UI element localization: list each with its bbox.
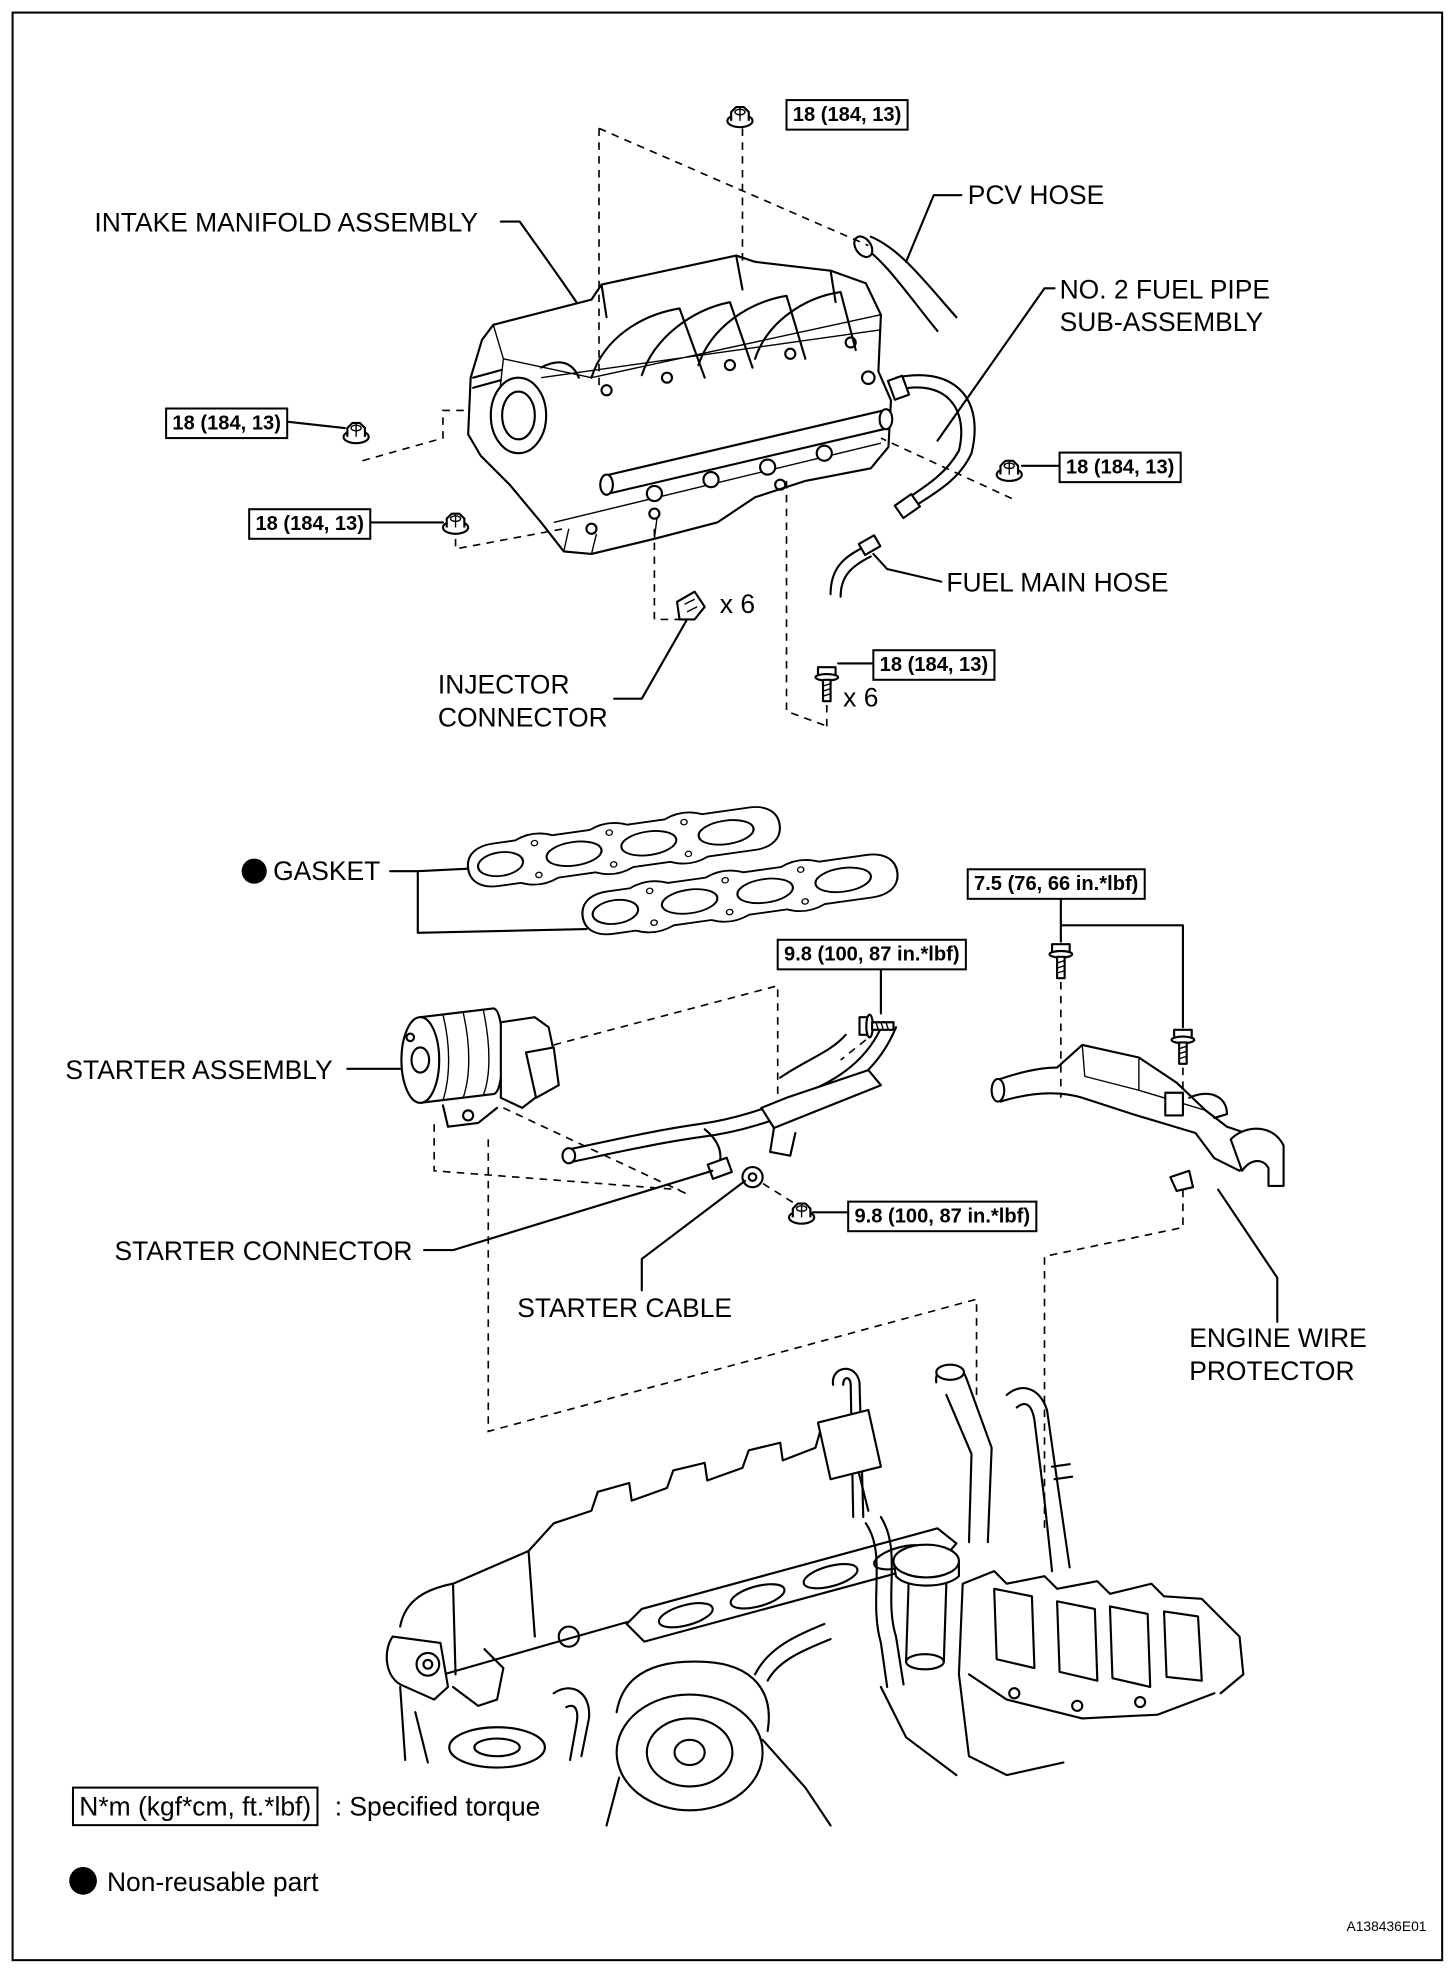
label-engine-wire-protector-line2: PROTECTOR bbox=[1189, 1356, 1354, 1386]
leader-lines-manifold bbox=[285, 194, 1061, 700]
throttle-body bbox=[489, 376, 548, 455]
intake-port-face bbox=[625, 1527, 958, 1643]
label-injector-connector-line2: CONNECTOR bbox=[438, 702, 608, 732]
torque-box-starter-nut: 9.8 (100, 87 in.*lbf) bbox=[847, 1200, 1038, 1233]
idler-pulley bbox=[448, 1726, 546, 1769]
fuel-main-hose bbox=[829, 534, 882, 598]
hook-pipe bbox=[832, 1367, 865, 1519]
torque-value: 7.5 (76, 66 in.*lbf) bbox=[974, 873, 1138, 895]
gasket-leader bbox=[389, 867, 588, 934]
torque-box-protector-bolt: 7.5 (76, 66 in.*lbf) bbox=[966, 868, 1146, 900]
torque-box-top-nut: 18 (184, 13) bbox=[785, 99, 909, 131]
no2-fuel-pipe bbox=[886, 374, 976, 520]
torque-box-left-lower-nut: 18 (184, 13) bbox=[248, 508, 372, 540]
starter-flange bbox=[524, 1046, 560, 1099]
bolt-icon bbox=[1048, 943, 1074, 980]
label-injector-connector-line1: INJECTOR bbox=[438, 670, 570, 700]
torque-value: 18 (184, 13) bbox=[1066, 456, 1175, 478]
engine-assembly-drawing bbox=[385, 1363, 1245, 1827]
non-reusable-mark-icon bbox=[69, 1866, 97, 1895]
torque-value: 18 (184, 13) bbox=[880, 654, 989, 676]
cable-bracket bbox=[760, 1069, 882, 1130]
upper-hose bbox=[935, 1364, 993, 1544]
manifold-runners bbox=[590, 254, 857, 379]
vacuum-hose bbox=[753, 1622, 832, 1682]
right-bank-outline bbox=[957, 1570, 1245, 1777]
label-starter-cable: STARTER CABLE bbox=[517, 1293, 732, 1323]
throttle-bore bbox=[501, 390, 536, 441]
bolt-icon bbox=[814, 666, 840, 703]
nut-icon bbox=[787, 1202, 816, 1225]
starter-connector-drawing bbox=[706, 1156, 733, 1180]
non-reusable-mark-icon bbox=[241, 858, 267, 884]
label-starter-connector: STARTER CONNECTOR bbox=[115, 1236, 413, 1266]
figure-id: A138436E01 bbox=[1347, 1918, 1427, 1934]
nut-icon bbox=[995, 459, 1023, 482]
protector-hose bbox=[1229, 1127, 1285, 1187]
protector-connector bbox=[1164, 1091, 1184, 1117]
label-engine-wire-protector-line1: ENGINE WIRE bbox=[1189, 1323, 1367, 1353]
starter-cable-drawing bbox=[561, 1021, 898, 1189]
torque-box-right-nut: 18 (184, 13) bbox=[1058, 451, 1182, 484]
protector-guide-lines bbox=[1043, 981, 1184, 1530]
quantity-manifold-bolt: x 6 bbox=[843, 682, 878, 712]
legend-torque-description: : Specified torque bbox=[335, 1791, 541, 1821]
torque-box-left-upper-nut: 18 (184, 13) bbox=[165, 407, 289, 440]
bolt-icon bbox=[1170, 1028, 1196, 1065]
injector-connector bbox=[675, 590, 706, 621]
label-fuel-pipe-line2: SUB-ASSEMBLY bbox=[1060, 307, 1264, 337]
breather-hose bbox=[1005, 1387, 1074, 1573]
label-gasket: GASKET bbox=[273, 856, 380, 886]
torque-value: 18 (184, 13) bbox=[172, 412, 281, 434]
starter-guide-lines bbox=[433, 984, 978, 1433]
fuel-rail bbox=[599, 408, 894, 496]
intake-manifold-drawing bbox=[467, 254, 894, 555]
diagram-frame bbox=[11, 11, 1444, 1962]
injector-bosses bbox=[645, 444, 833, 503]
legend-torque-units: N*m (kgf*cm, ft.*lbf) bbox=[79, 1791, 311, 1821]
legend-non-reusable: Non-reusable part bbox=[107, 1867, 319, 1897]
quantity-injector-connector: x 6 bbox=[720, 589, 755, 619]
cable-ring-terminal bbox=[741, 1165, 764, 1189]
label-fuel-pipe-line1: NO. 2 FUEL PIPE bbox=[1060, 274, 1270, 304]
torque-value: 18 (184, 13) bbox=[255, 513, 364, 535]
label-fuel-main-hose: FUEL MAIN HOSE bbox=[946, 568, 1168, 598]
lower-hose bbox=[864, 1515, 905, 1689]
torque-value: 9.8 (100, 87 in.*lbf) bbox=[854, 1205, 1030, 1227]
label-starter-assembly: STARTER ASSEMBLY bbox=[65, 1055, 333, 1085]
legend-torque-box: N*m (kgf*cm, ft.*lbf) bbox=[71, 1786, 319, 1827]
nut-icon bbox=[726, 105, 754, 129]
leader-lines-protector bbox=[1059, 895, 1279, 1323]
oil-filler-cap bbox=[892, 1543, 960, 1671]
label-intake-manifold: INTAKE MANIFOLD ASSEMBLY bbox=[94, 208, 478, 238]
left-bank-ridge bbox=[399, 1424, 842, 1628]
nut-icon bbox=[342, 421, 370, 445]
torque-box-manifold-bolt: 18 (184, 13) bbox=[872, 649, 996, 681]
leader-lines-starter bbox=[346, 965, 882, 1292]
label-pcv-hose: PCV HOSE bbox=[968, 180, 1105, 210]
starter-assembly-drawing bbox=[400, 1007, 560, 1128]
ignition-coils bbox=[993, 1587, 1203, 1712]
pipe-bracket bbox=[816, 1408, 882, 1481]
bolt-icon bbox=[858, 1013, 895, 1039]
nut-icon bbox=[441, 512, 470, 535]
manifold-bolt-bosses bbox=[585, 336, 876, 535]
torque-value: 18 (184, 13) bbox=[793, 104, 902, 126]
coolant-hose bbox=[552, 1687, 591, 1762]
torque-box-starter-bolt: 9.8 (100, 87 in.*lbf) bbox=[776, 938, 967, 971]
engine-wire-protector-drawing bbox=[990, 1043, 1285, 1193]
throttle-pipe bbox=[472, 361, 580, 389]
crankshaft-pulley bbox=[615, 1693, 764, 1812]
torque-value: 9.8 (100, 87 in.*lbf) bbox=[784, 944, 960, 966]
